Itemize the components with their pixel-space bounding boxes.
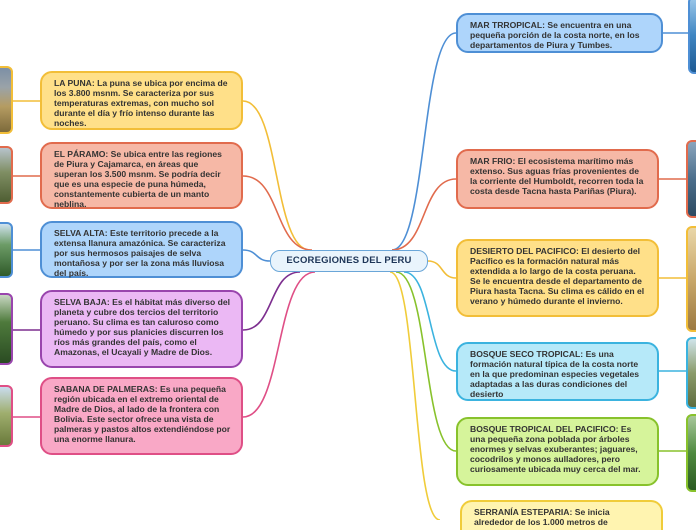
link-mar-frio [391, 178, 457, 251]
paramo-photo-icon [0, 146, 13, 204]
node-bosque-seco-tropical[interactable]: BOSQUE SECO TROPICAL: Es una formación n… [456, 342, 659, 401]
node-lead: BOSQUE SECO TROPICAL: [470, 349, 584, 359]
node-lead: SABANA DE PALMERAS: [54, 384, 158, 394]
bosque-tropical-photo-icon [686, 414, 696, 492]
selva-alta-photo-icon [0, 222, 13, 278]
link-mar-tropical [391, 32, 457, 251]
central-topic[interactable]: ECOREGIONES DEL PERU [270, 250, 428, 272]
node-mar-frio[interactable]: MAR FRIO: El ecosistema marítimo más ext… [456, 149, 659, 209]
bosque-seco-photo-icon [686, 337, 696, 409]
mar-frio-photo-icon [686, 140, 696, 218]
node-text: Es una pequeña zona poblada por árboles … [470, 424, 641, 474]
node-lead: SELVA ALTA: [54, 228, 108, 238]
node-lead: EL PÁRAMO: [54, 149, 109, 159]
link-bosque-seco [403, 271, 457, 372]
desierto-photo-icon [686, 226, 696, 332]
link-bosque-tropical [395, 271, 457, 452]
node-bosque-tropical-del-pacifico[interactable]: BOSQUE TROPICAL DEL PACIFICO: Es una peq… [456, 417, 659, 486]
node-sabana-de-palmeras[interactable]: SABANA DE PALMERAS: Es una pequeña regió… [40, 377, 243, 455]
node-text: El ecosistema marítimo más extenso. Sus … [470, 156, 644, 196]
node-lead: SERRANÍA ESTEPARIA: [474, 507, 573, 517]
link-selva-alta [242, 249, 271, 262]
link-serrania [389, 271, 441, 520]
sabana-photo-icon [0, 385, 13, 447]
node-mar-tropical[interactable]: MAR TRROPICAL: Se encuentra en una peque… [456, 13, 663, 53]
link-sabana [242, 271, 316, 418]
puna-photo-icon [0, 66, 13, 134]
mar-tropical-photo-icon [688, 0, 696, 74]
link-puna [242, 100, 311, 251]
link-selva-baja [242, 271, 301, 331]
node-la-puna[interactable]: LA PUNA: La puna se ubica por encima de … [40, 71, 243, 130]
node-lead: DESIERTO DEL PACIFICO: [470, 246, 579, 256]
node-lead: LA PUNA: [54, 78, 95, 88]
node-text: Es una formación natural típica de la co… [470, 349, 640, 399]
node-text: El desierto del Pacífico es la formación… [470, 246, 645, 306]
node-lead: SELVA BAJA: [54, 297, 110, 307]
node-text: Este territorio precede a la extensa lla… [54, 228, 226, 278]
link-paramo [242, 175, 313, 251]
node-text: Se encuentra en una pequeña porción de l… [470, 20, 640, 50]
node-lead: MAR TRROPICAL: [470, 20, 545, 30]
node-serrania-esteparia[interactable]: SERRANÍA ESTEPARIA: Se inicia alrededor … [460, 500, 663, 530]
node-selva-baja[interactable]: SELVA BAJA: Es el hábitat más diverso de… [40, 290, 243, 368]
link-desierto [427, 260, 457, 279]
node-selva-alta[interactable]: SELVA ALTA: Este territorio precede a la… [40, 221, 243, 278]
central-topic-title: ECOREGIONES DEL PERU [286, 255, 412, 266]
selva-baja-photo-icon [0, 293, 13, 365]
node-text: Se ubica entre las regiones de Piura y C… [54, 149, 222, 209]
node-el-paramo[interactable]: EL PÁRAMO: Se ubica entre las regiones d… [40, 142, 243, 209]
node-text: Es el hábitat más diverso del planeta y … [54, 297, 231, 357]
node-text: La puna se ubica por encima de los 3.800… [54, 78, 228, 128]
node-lead: BOSQUE TROPICAL DEL PACIFICO: [470, 424, 619, 434]
node-text: Es una pequeña región ubicada en el extr… [54, 384, 231, 444]
node-desierto-del-pacifico[interactable]: DESIERTO DEL PACIFICO: El desierto del P… [456, 239, 659, 317]
node-lead: MAR FRIO: [470, 156, 516, 166]
